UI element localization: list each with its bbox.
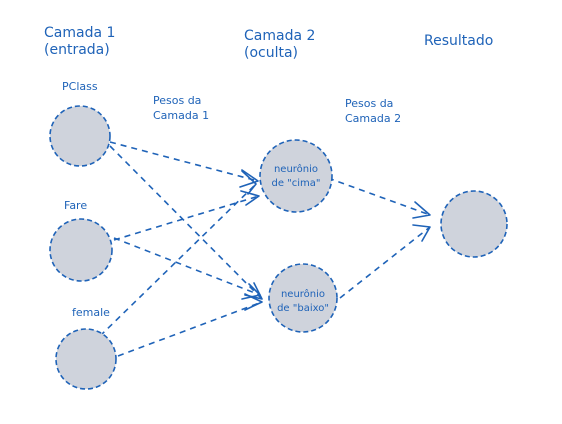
weights-layer1-line1: Pesos da <box>153 94 201 107</box>
arrowhead-icon <box>241 170 257 195</box>
layer2-title-line2: (oculta) <box>244 45 298 61</box>
input-label-pclass: PClass <box>62 80 98 93</box>
output-node <box>440 190 508 258</box>
edge-bottom-output <box>339 226 431 299</box>
edge-fare-top <box>113 195 260 241</box>
hidden-top-label-line1: neurônio <box>274 163 318 175</box>
edge-pclass-bottom <box>109 145 263 300</box>
edge-fare-bottom <box>113 237 261 296</box>
arrowhead-icon <box>244 293 263 311</box>
input-label-female: female <box>72 306 110 319</box>
arrowhead-icon <box>240 190 260 206</box>
arrowhead-icon <box>239 169 259 188</box>
weights-layer2-line1: Pesos da <box>345 97 393 110</box>
arrowhead-icon <box>412 224 431 242</box>
arrowhead-icon <box>241 283 261 300</box>
hidden-node-top <box>259 139 333 213</box>
hidden-node-bottom <box>268 263 338 333</box>
edges-layer2 <box>327 177 431 299</box>
hidden-bottom-label-line2: de "baixo" <box>277 303 329 314</box>
input-label-fare: Fare <box>64 199 87 212</box>
layer2-title-line1: Camada 2 <box>244 28 315 44</box>
arrowheads <box>239 169 431 311</box>
layer1-title-line2: (entrada) <box>44 42 110 58</box>
hidden-bottom-label-line1: neurônio <box>281 288 325 300</box>
input-node-fare <box>49 218 113 282</box>
edge-top-output <box>327 177 431 216</box>
weights-layer1-line2: Camada 1 <box>153 109 209 122</box>
edge-pclass-top <box>109 141 259 182</box>
input-node-pclass <box>49 105 111 167</box>
edge-female-top <box>99 183 257 337</box>
edges-layer1 <box>99 141 263 357</box>
hidden-top-label-line2: de "cima" <box>271 178 320 189</box>
input-node-female <box>55 328 117 390</box>
output-title: Resultado <box>424 33 493 49</box>
arrowhead-icon <box>412 201 431 219</box>
edge-female-bottom <box>117 301 263 357</box>
layer1-title-line1: Camada 1 <box>44 25 115 41</box>
weights-layer2-line2: Camada 2 <box>345 112 401 125</box>
